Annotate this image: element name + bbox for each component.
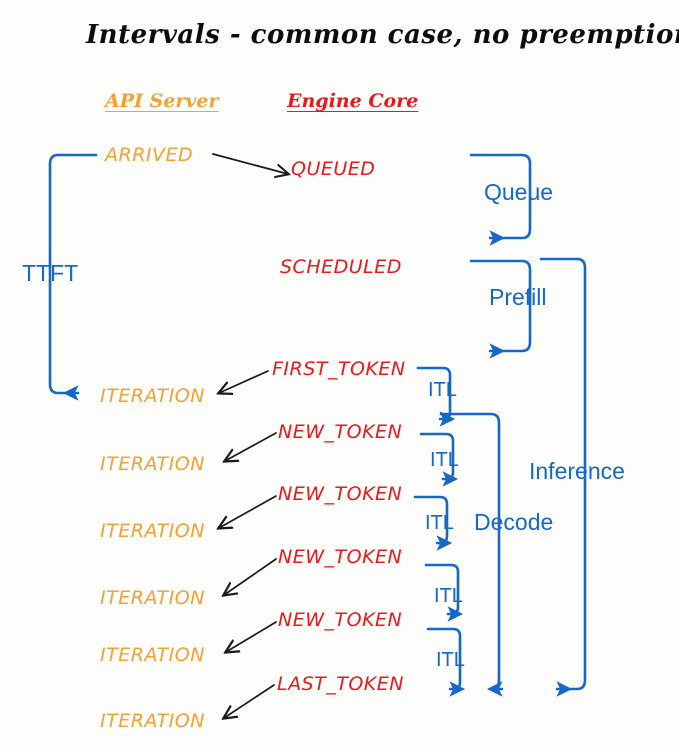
- interval-label-queue: Queue: [484, 179, 554, 205]
- arrow-arrived-to-queued: [212, 153, 288, 174]
- arrow-first-token-to-iteration-1: [219, 370, 269, 393]
- state-queued: QUEUED: [291, 158, 376, 180]
- state-new-token-2: NEW_TOKEN: [278, 483, 403, 505]
- interval-label-decode: Decode: [474, 509, 554, 535]
- column-header-engine-core: Engine Core: [287, 90, 419, 112]
- state-new-token-3: NEW_TOKEN: [278, 546, 403, 568]
- page-title: Intervals - common case, no preemptions: [86, 20, 679, 50]
- state-new-token-1: NEW_TOKEN: [278, 421, 403, 443]
- interval-label-itl-2: ITL: [430, 449, 459, 471]
- arrow-new-token-to-iteration-2: [225, 432, 277, 461]
- state-arrived: ARRIVED: [105, 144, 194, 166]
- arrow-last-token-to-iteration-6: [224, 684, 275, 718]
- interval-label-itl-5: ITL: [436, 649, 465, 671]
- state-iteration-4: ITERATION: [100, 587, 205, 609]
- state-iteration-2: ITERATION: [100, 453, 205, 475]
- interval-label-itl-3: ITL: [425, 512, 454, 534]
- state-iteration-1: ITERATION: [100, 385, 205, 407]
- arrow-new-token-to-iteration-5: [226, 621, 277, 652]
- interval-label-prefill: Prefill: [489, 284, 547, 310]
- interval-label-inference: Inference: [529, 458, 625, 484]
- arrow-new-token-to-iteration-3: [219, 495, 277, 528]
- state-last-token: LAST_TOKEN: [277, 673, 404, 695]
- state-iteration-6: ITERATION: [100, 710, 205, 732]
- interval-label-ttft: TTFT: [22, 260, 79, 286]
- state-new-token-4: NEW_TOKEN: [278, 609, 403, 631]
- state-iteration-5: ITERATION: [100, 644, 205, 666]
- arrow-new-token-to-iteration-4: [224, 558, 277, 595]
- interval-label-itl-4: ITL: [434, 585, 463, 607]
- state-first-token: FIRST_TOKEN: [272, 358, 406, 380]
- interval-label-itl-1: ITL: [428, 379, 457, 401]
- state-scheduled: SCHEDULED: [280, 256, 402, 278]
- state-iteration-3: ITERATION: [100, 520, 205, 542]
- column-header-api-server: API Server: [105, 90, 219, 112]
